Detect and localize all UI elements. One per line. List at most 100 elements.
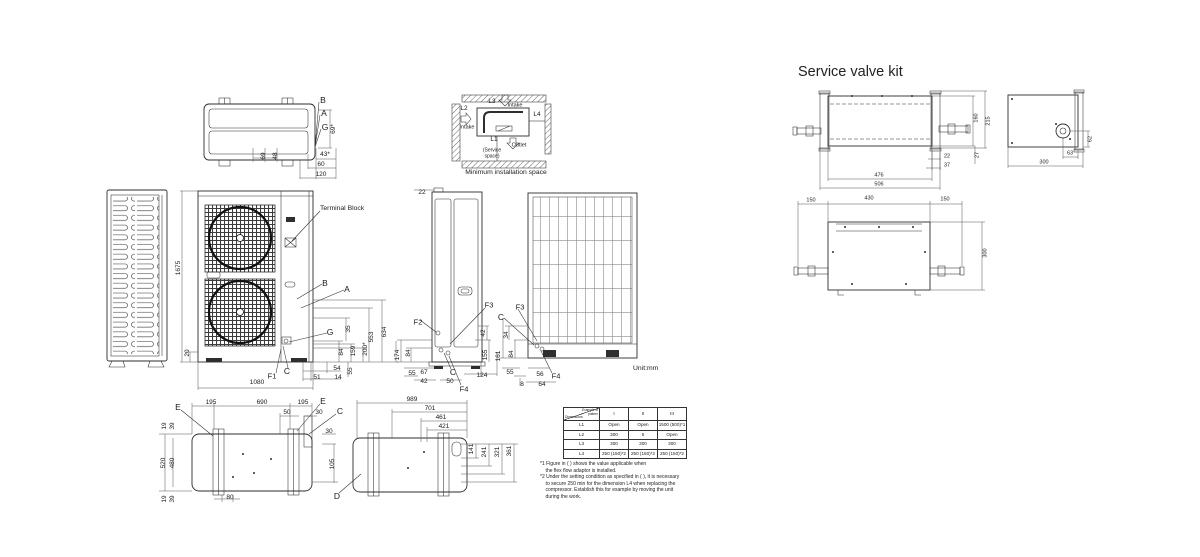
dim-label: D — [333, 490, 341, 501]
dim-label: C — [449, 366, 457, 377]
dim-label: 50 — [446, 377, 454, 385]
dim-label: 60 — [317, 160, 325, 168]
table-cell: 300 — [658, 440, 687, 450]
view-valvekit-plan — [793, 201, 985, 296]
table-cell: 300 — [629, 440, 658, 450]
dim-label: 34 — [502, 331, 510, 339]
dim-label: 35 — [344, 325, 352, 333]
dim-label: 161 — [494, 350, 502, 362]
view-top — [203, 97, 337, 179]
dim-label: L4 — [533, 110, 541, 118]
footnote-line: the flex flow adaptor is installed. — [540, 467, 617, 474]
dim-label: 480 — [168, 457, 176, 469]
footnotes: *1 Figure in ( ) shows the value applica… — [540, 461, 712, 501]
dim-label: 69* — [329, 124, 337, 134]
dim-label: 1675 — [174, 260, 182, 276]
dim-label: 520 — [159, 457, 167, 469]
view-front — [180, 190, 399, 390]
footnote-line: during the work. — [540, 493, 582, 500]
dim-label: 141 — [467, 443, 475, 455]
dim-label: 8 — [520, 380, 524, 388]
dim-label: C — [283, 365, 291, 376]
dim-label: 55 — [506, 368, 514, 376]
footnote-line: *1 Figure in ( ) shows the value applica… — [540, 461, 647, 467]
dim-label: 430 — [864, 195, 874, 202]
dim-label: B — [320, 94, 326, 105]
dim-label: 215 — [985, 116, 992, 126]
dim-label: B — [322, 277, 328, 288]
footnote-line: compressor. Establish this for example b… — [540, 487, 674, 494]
dim-label: 48 — [271, 152, 279, 160]
table-row-header: L2 — [564, 430, 600, 441]
dim-label: (Service — [482, 147, 502, 154]
dim-label: 84 — [507, 350, 515, 358]
dim-label: 64 — [538, 380, 546, 388]
dim-label: C — [336, 405, 344, 416]
dim-label: 174 — [393, 349, 401, 361]
table-cell: 250 (150)*2 — [629, 449, 658, 460]
table-cell: Open — [629, 421, 658, 431]
dim-label: 62 — [1087, 135, 1094, 143]
table-row-header: L1 — [564, 421, 600, 431]
dim-label: 361 — [505, 445, 513, 457]
table-cell: Open — [658, 430, 687, 441]
footnote-line: to secure 250 min for the dimension L4 w… — [540, 480, 676, 487]
min-install-caption: Minimum installation space — [465, 169, 547, 176]
service-valve-kit-title: Service valve kit — [798, 64, 903, 80]
dim-label: A — [321, 107, 327, 118]
dim-label: 701 — [424, 404, 436, 412]
dim-label: 51 — [313, 373, 321, 381]
dim-label: 300 — [1039, 159, 1049, 166]
dim-label: 300 — [982, 248, 989, 258]
dim-label: 200* — [361, 342, 369, 356]
dim-label: 80 — [226, 493, 234, 501]
dim-label: F3 — [484, 300, 494, 310]
dim-label: 20 — [183, 349, 191, 357]
table-cell: Open — [600, 421, 629, 431]
view-louver-panel — [106, 189, 168, 368]
dim-label: 155 — [481, 349, 489, 361]
view-valvekit-side — [1007, 89, 1090, 168]
dim-label: F1 — [267, 371, 277, 381]
table-cell: 5 — [629, 430, 658, 441]
dim-label: L3 — [488, 97, 496, 105]
view-rear — [500, 192, 638, 386]
dim-label: 55 — [408, 369, 416, 377]
dim-label: 84 — [337, 348, 345, 356]
dim-label: 42 — [479, 329, 487, 337]
dim-label: G — [321, 121, 329, 132]
dim-label: 50 — [283, 408, 291, 416]
dim-label: 39 — [168, 422, 176, 430]
dim-label: A — [344, 283, 350, 294]
dim-label: 55 — [346, 367, 354, 375]
dim-label: 1080 — [249, 378, 265, 386]
dim-label: 989 — [406, 395, 418, 403]
dim-label: L1 — [490, 135, 498, 143]
dim-label: 19 — [160, 495, 168, 503]
table-column-header: I — [600, 408, 629, 421]
view-base-1 — [159, 403, 362, 502]
dim-label: 150 — [806, 197, 816, 204]
dim-label: 120 — [315, 170, 327, 178]
dim-label: 14 — [334, 373, 342, 381]
dim-label: 421 — [438, 422, 450, 430]
table-cell: 300 — [600, 440, 629, 450]
dim-label: E — [175, 401, 181, 412]
dim-label: 690 — [256, 398, 268, 406]
table-column-header: II — [629, 408, 658, 421]
dim-label: 195 — [205, 398, 217, 406]
dim-label: 321 — [493, 446, 501, 458]
table-corner-top-label: Example of pattern — [582, 408, 598, 416]
table-cell: 1500 (500)*1 — [658, 421, 687, 431]
table-row-header: L3 — [564, 440, 600, 450]
dim-label: 241 — [480, 446, 488, 458]
dim-label: 54 — [333, 364, 341, 372]
dim-label: 42 — [420, 377, 428, 385]
dim-label: G — [326, 326, 334, 337]
dim-label: C — [497, 311, 505, 322]
terminal-block-label: Terminal Block — [320, 205, 365, 212]
dim-label: 160 — [973, 113, 980, 123]
